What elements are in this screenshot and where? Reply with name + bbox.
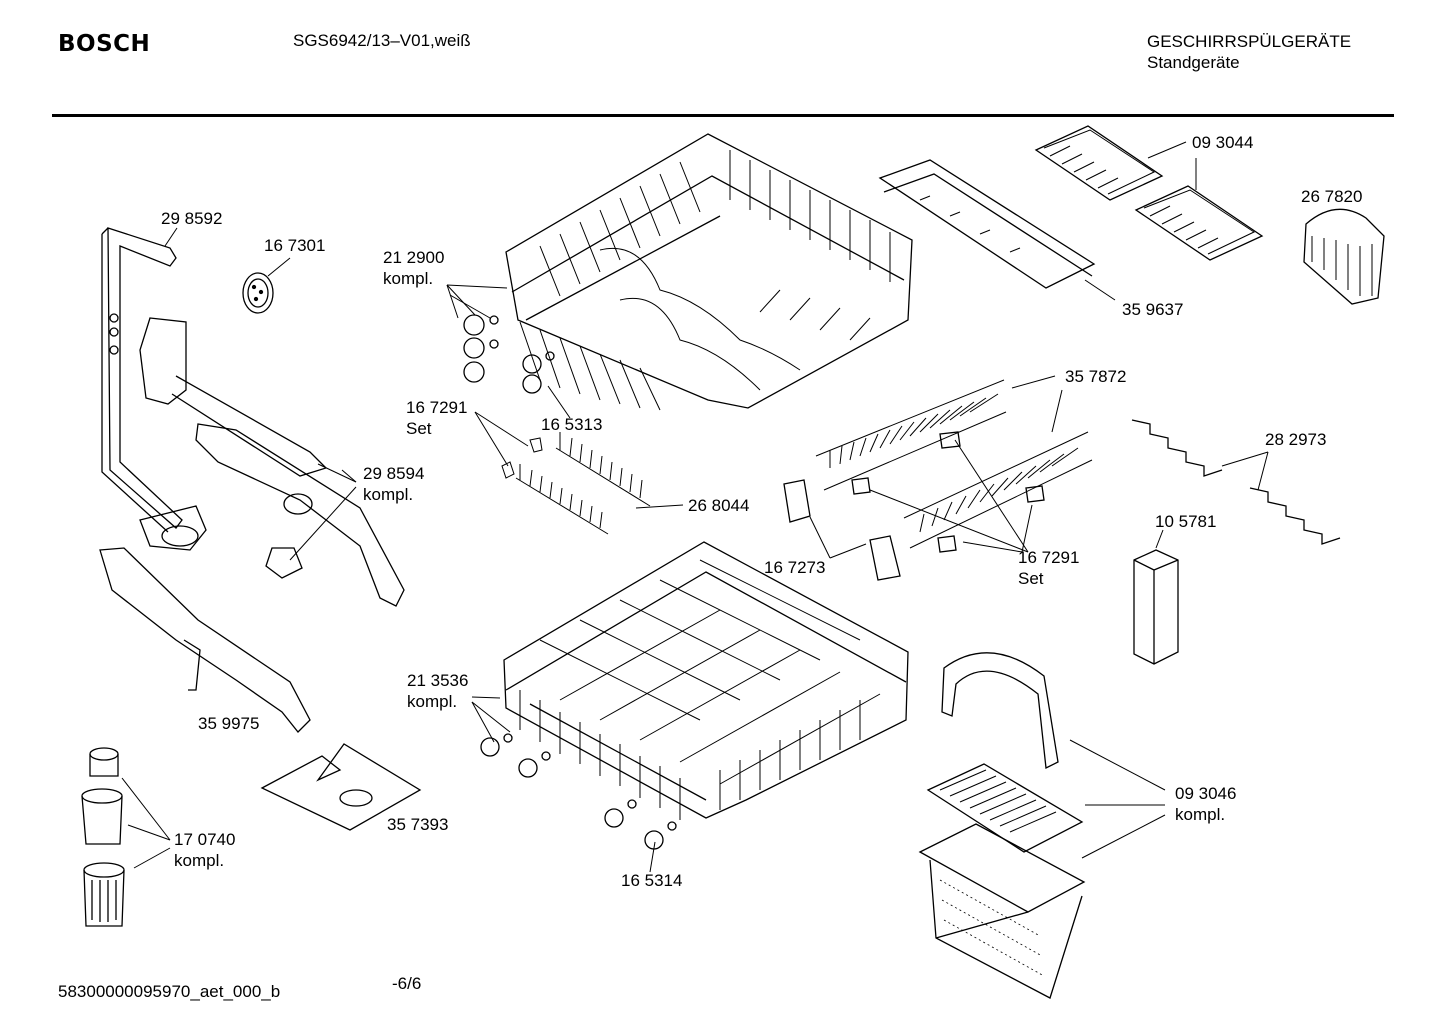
leader-lines bbox=[122, 142, 1268, 872]
label-16-7291-upper-note: Set bbox=[406, 419, 432, 438]
label-16-7273: 16 7273 bbox=[764, 558, 826, 577]
stepped-racks bbox=[1132, 420, 1340, 544]
knife-shelf-grids bbox=[1036, 126, 1262, 260]
cup-shelf bbox=[880, 160, 1094, 288]
label-10-5781: 10 5781 bbox=[1155, 512, 1217, 531]
lower-basket bbox=[481, 542, 908, 849]
label-16-7291-lower-note: Set bbox=[1018, 569, 1044, 588]
label-29-8592: 29 8592 bbox=[161, 209, 223, 228]
label-26-7820: 26 7820 bbox=[1301, 187, 1363, 206]
label-16-7291-lower: 16 7291 bbox=[1018, 548, 1080, 567]
label-35-9975: 35 9975 bbox=[198, 714, 260, 733]
label-21-2900-note: kompl. bbox=[383, 269, 434, 288]
label-28-2973: 28 2973 bbox=[1265, 430, 1327, 449]
lower-spray-arm bbox=[100, 548, 310, 732]
category-subtitle: Standgeräte bbox=[1147, 53, 1240, 72]
rack-clips bbox=[784, 432, 1044, 580]
upper-basket bbox=[464, 134, 912, 410]
label-26-8044: 26 8044 bbox=[688, 496, 750, 515]
label-09-3046: 09 3046 bbox=[1175, 784, 1237, 803]
label-16-5313: 16 5313 bbox=[541, 415, 603, 434]
label-29-8594-note: kompl. bbox=[363, 485, 414, 504]
label-35-7393: 35 7393 bbox=[387, 815, 449, 834]
folding-tine-rows bbox=[816, 380, 1092, 548]
label-16-5314: 16 5314 bbox=[621, 871, 683, 890]
label-35-7872: 35 7872 bbox=[1065, 367, 1127, 386]
cover-disc-part bbox=[243, 273, 273, 313]
brand-logo: BOSCH bbox=[58, 31, 151, 57]
folding-rack-rows-left bbox=[502, 432, 650, 534]
label-17-0740: 17 0740 bbox=[174, 830, 236, 849]
sump-cover-plate bbox=[262, 744, 420, 830]
header-divider bbox=[52, 114, 1394, 117]
label-16-7291-upper: 16 7291 bbox=[406, 398, 468, 417]
label-21-3536: 21 3536 bbox=[407, 671, 469, 690]
upper-spray-arm-supply bbox=[140, 318, 404, 606]
model-number: SGS6942/13–V01,weiß bbox=[293, 31, 471, 50]
cutlery-basket-kit bbox=[920, 653, 1084, 998]
label-16-7301: 16 7301 bbox=[264, 236, 326, 255]
label-21-2900: 21 2900 bbox=[383, 248, 445, 267]
label-29-8594: 29 8594 bbox=[363, 464, 425, 483]
label-09-3044: 09 3044 bbox=[1192, 133, 1254, 152]
filter-set bbox=[82, 748, 124, 926]
category-block: GESCHIRRSPÜLGERÄTE Standgeräte bbox=[1147, 31, 1351, 73]
label-21-3536-note: kompl. bbox=[407, 692, 458, 711]
cutlery-cup bbox=[1134, 550, 1178, 664]
document-id: 58300000095970_aet_000_b bbox=[58, 982, 281, 1001]
spray-arm-supply-tube bbox=[102, 228, 206, 550]
label-35-9637: 35 9637 bbox=[1122, 300, 1184, 319]
category-title: GESCHIRRSPÜLGERÄTE bbox=[1147, 32, 1352, 51]
cutlery-insert-small bbox=[1304, 209, 1384, 304]
page-number: -6/6 bbox=[392, 974, 422, 993]
label-17-0740-note: kompl. bbox=[174, 851, 225, 870]
label-09-3046-note: kompl. bbox=[1175, 805, 1226, 824]
